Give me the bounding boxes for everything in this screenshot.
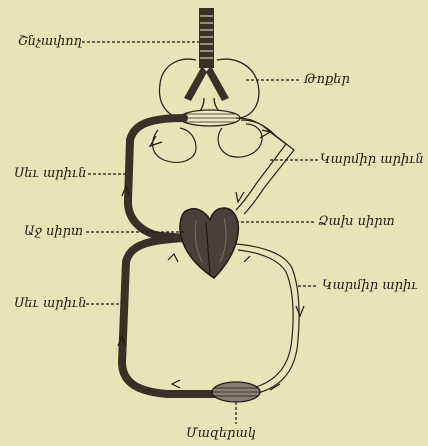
label-trachea: Շնչափող bbox=[18, 35, 82, 48]
label-dark-blood-upper: Սեւ արիւն bbox=[14, 167, 86, 180]
label-red-blood-upper: Կարմիր արիւն bbox=[320, 153, 424, 166]
label-right-heart: Աջ սիրտ bbox=[24, 225, 83, 238]
lung-lobes-drawing bbox=[153, 124, 262, 162]
label-body-tissue: Մազերակ bbox=[186, 427, 256, 440]
heart-drawing bbox=[180, 208, 238, 278]
label-red-blood-lower: Կարմիր արիւ bbox=[322, 279, 418, 292]
lung-capillaries-drawing bbox=[180, 110, 240, 126]
arterial-vessel-drawing bbox=[236, 118, 299, 394]
body-capillaries-drawing bbox=[212, 382, 260, 402]
label-left-heart: Ձախ սիրտ bbox=[318, 215, 395, 228]
trachea-drawing bbox=[184, 8, 229, 101]
label-dark-blood-lower: Սեւ արիւն bbox=[14, 297, 86, 310]
label-lungs: Թոքեր bbox=[304, 73, 350, 86]
